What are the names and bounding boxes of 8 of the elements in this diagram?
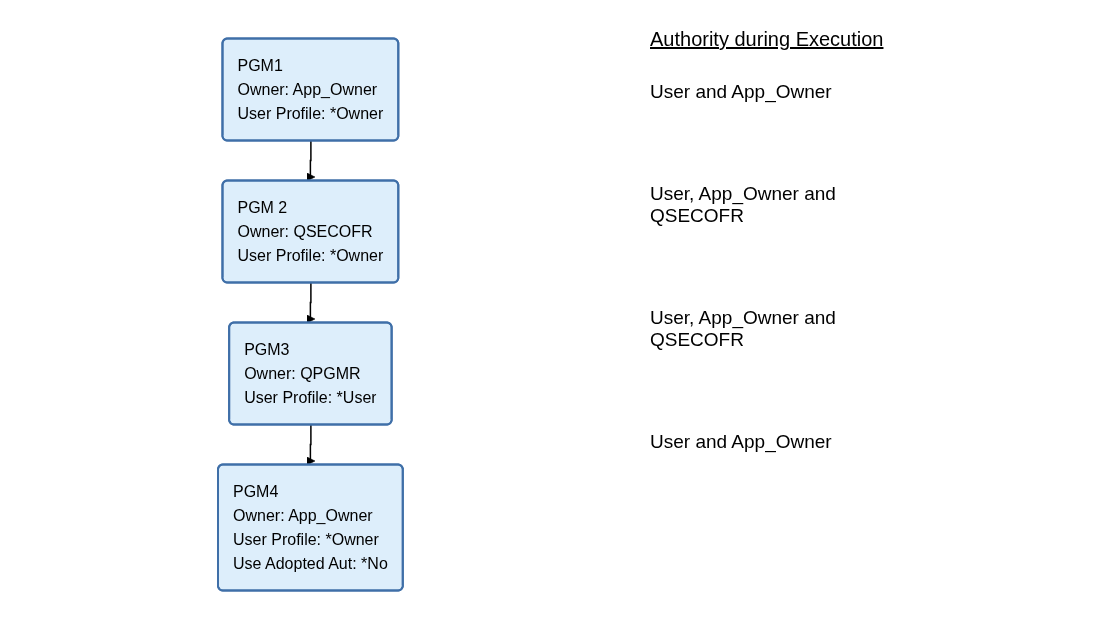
authority-text: User and App_Owner <box>650 81 833 103</box>
arrow <box>306 282 315 324</box>
authority-text: User and App_Owner <box>650 431 833 453</box>
arrow <box>306 424 315 466</box>
column-heading: Authority during Execution <box>650 28 885 51</box>
arrow <box>306 140 315 182</box>
authority-text: User, App_Owner and QSECOFR <box>650 183 837 227</box>
authority-text: User, App_Owner and QSECOFR <box>650 307 837 351</box>
